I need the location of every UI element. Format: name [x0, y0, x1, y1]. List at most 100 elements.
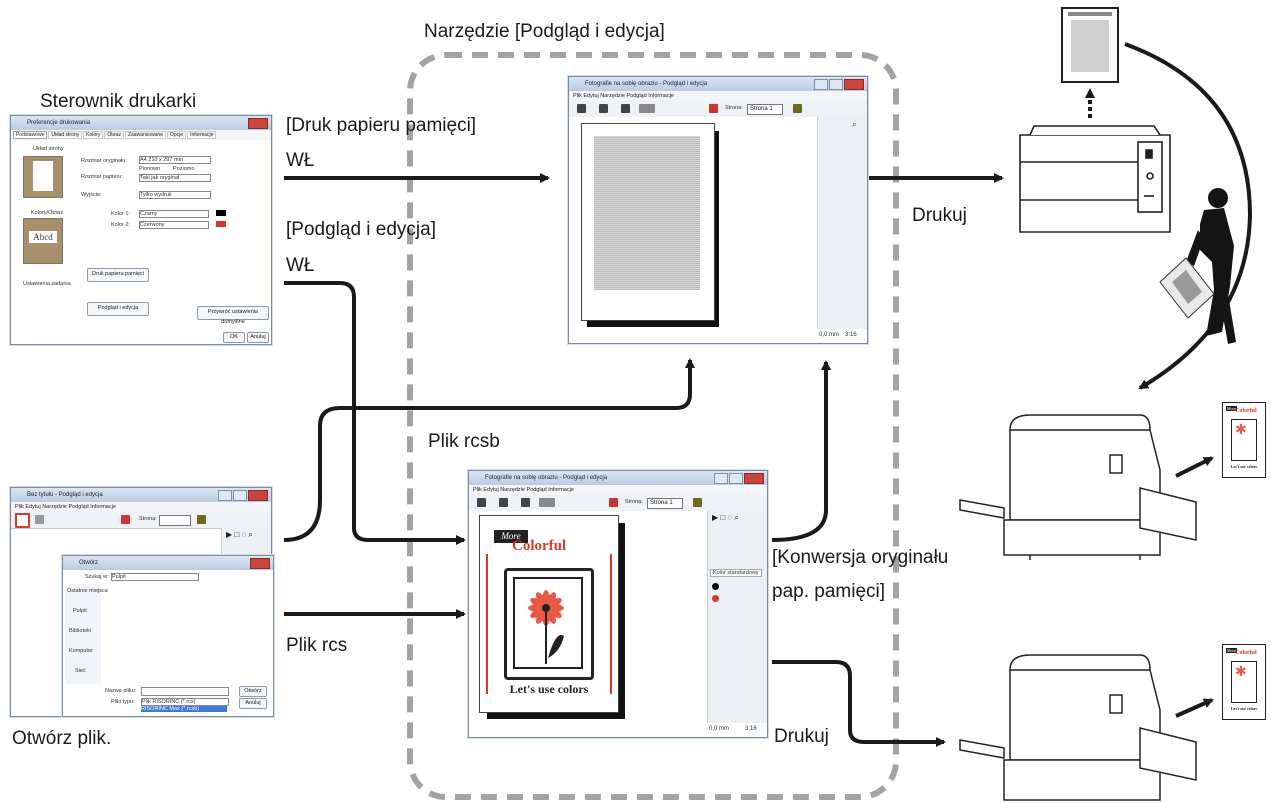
- print-icon[interactable]: [621, 104, 630, 113]
- copy2-more: More: [1226, 648, 1237, 653]
- tool-icons[interactable]: ▶ □ ◌ ⌕: [712, 513, 739, 522]
- tab-advanced[interactable]: Zaawansowane: [124, 131, 166, 139]
- file-type-option[interactable]: RISORINC Max (*.rcsb): [141, 706, 227, 712]
- open-app-menubar[interactable]: Plik Edytuj Narzędzie Podgląd Informacje: [11, 502, 271, 512]
- preview-top-toolbar: Strona: Strona 1: [569, 101, 867, 118]
- tool-title: Narzędzie [Podgląd i edycja]: [424, 21, 665, 42]
- open-folder-icon[interactable]: [577, 104, 586, 113]
- place-recent[interactable]: Ostatnie miejsca: [67, 588, 108, 594]
- close-icon[interactable]: [744, 473, 764, 484]
- places-bar: Ostatnie miejsca Pulpit Biblioteki Kompu…: [65, 584, 108, 684]
- tab-info[interactable]: Informacje: [187, 131, 217, 139]
- minimize-icon[interactable]: [218, 490, 232, 501]
- memory-paper-checkbox[interactable]: Druk papieru pamięci: [87, 268, 149, 282]
- close-icon[interactable]: [844, 79, 864, 90]
- eraser-icon[interactable]: [121, 515, 130, 524]
- status-zoom-bottom: 3:16: [745, 726, 757, 732]
- paper-size-label: Rozmiar papieru:: [81, 174, 123, 180]
- copy1-flower-icon: ✱: [1235, 421, 1247, 437]
- open-folder-icon[interactable]: [15, 513, 30, 528]
- page-select-bottom[interactable]: Strona 1: [647, 498, 683, 509]
- arrow-to-copy2: [1175, 698, 1214, 718]
- color2-select[interactable]: Czerwony: [139, 221, 209, 229]
- pin-icon[interactable]: [693, 498, 702, 507]
- arrow-print-bottom: [772, 660, 946, 747]
- page-label-bottom: Strona:: [625, 499, 643, 505]
- status-mm-top: 0,0 mm: [819, 332, 840, 338]
- eraser-icon[interactable]: [709, 104, 718, 113]
- tab-image[interactable]: Obraz: [104, 131, 124, 139]
- driver-tabs: Podstawowe Układ strony Kolory Obraz Zaa…: [11, 130, 271, 140]
- place-desktop[interactable]: Pulpit: [73, 608, 87, 614]
- printed-copy-1: More Colorful ✱ Let's use colors: [1222, 402, 1266, 478]
- open-folder-icon[interactable]: [477, 498, 486, 507]
- tab-basic[interactable]: Podstawowe: [13, 131, 48, 139]
- poster-tagline: Let's use colors: [509, 682, 589, 696]
- minimize-icon[interactable]: [714, 473, 728, 484]
- preview-bottom-menubar[interactable]: Plik Edytuj Narzędzie Podgląd Informacje: [469, 485, 767, 495]
- print-icon[interactable]: [521, 498, 530, 507]
- file-type-select[interactable]: Plik RISORINC (*.rcs): [141, 698, 229, 706]
- cancel-button[interactable]: Anuluj: [247, 332, 269, 343]
- page-select-top[interactable]: Strona 1: [747, 104, 783, 115]
- file-name-input[interactable]: [141, 687, 229, 696]
- save-icon[interactable]: [499, 498, 508, 507]
- preview-bottom-titlebar: Fotografie na sobię obraziu - Podgląd i …: [469, 471, 767, 485]
- color1-label: Kolor 1:: [111, 211, 130, 217]
- close-icon[interactable]: [248, 490, 268, 501]
- place-network[interactable]: Sieć: [75, 668, 86, 674]
- page-select-open[interactable]: [159, 515, 191, 526]
- copy1-more: More: [1226, 406, 1237, 411]
- maximize-icon[interactable]: [729, 473, 743, 484]
- dialog-cancel-button[interactable]: Anuluj: [239, 698, 267, 709]
- landscape-radio[interactable]: Poziomo: [173, 166, 195, 172]
- eraser-icon[interactable]: [609, 498, 618, 507]
- open-button[interactable]: Otwórz: [239, 686, 267, 697]
- file-type-label: Pliki typu:: [111, 699, 135, 705]
- maximize-icon[interactable]: [233, 490, 247, 501]
- black-ink-icon[interactable]: [712, 583, 719, 590]
- preview-top-titlebar: Fotografie na sobię obraziu - Podgląd i …: [569, 77, 867, 91]
- place-libraries[interactable]: Biblioteki: [69, 628, 92, 634]
- preview-window-top: Fotografie na sobię obraziu - Podgląd i …: [568, 76, 868, 344]
- output-select[interactable]: Tylko wydruk: [139, 191, 211, 199]
- portrait-radio[interactable]: Pionowo: [139, 166, 161, 172]
- maximize-icon[interactable]: [829, 79, 843, 90]
- restore-defaults-button[interactable]: Przywróć ustawienia domyślne: [197, 306, 269, 325]
- arrow-preview-edit: [284, 281, 466, 545]
- preview-top-menubar[interactable]: Plik Edytuj Narzędzie Podgląd Informacje: [569, 91, 867, 101]
- close-icon[interactable]: [250, 558, 270, 569]
- pin-icon[interactable]: [793, 104, 802, 113]
- tab-options[interactable]: Opcje: [167, 131, 187, 139]
- flower-icon: [528, 590, 564, 664]
- arrow-rcsb: [283, 358, 695, 542]
- save-icon[interactable]: [35, 515, 44, 524]
- minimize-icon[interactable]: [814, 79, 828, 90]
- page-view-icon[interactable]: [539, 498, 555, 507]
- preview-window-bottom: Fotografie na sobię obraziu - Podgląd i …: [468, 470, 768, 738]
- place-computer[interactable]: Komputer: [69, 648, 93, 654]
- close-icon[interactable]: [248, 118, 268, 129]
- poster-colorful: Colorful: [512, 538, 567, 554]
- laser-printer: [1019, 125, 1171, 233]
- std-color-tab[interactable]: Kolor standardowy: [710, 569, 762, 577]
- on-label-1: WŁ: [286, 150, 315, 171]
- paper-size-select[interactable]: Taki jak oryginał: [139, 174, 211, 182]
- original-size-select[interactable]: A4 210 x 297 mm: [139, 156, 211, 164]
- pin-icon[interactable]: [197, 515, 206, 524]
- preview-edit-checkbox[interactable]: Podgląd i edycja: [87, 302, 149, 316]
- tab-colors[interactable]: Kolory: [83, 131, 104, 139]
- copy1-tagline: Let's use colors: [1230, 464, 1258, 469]
- page-view-icon[interactable]: [639, 104, 655, 113]
- tool-icons[interactable]: ▶ □ ◌ ⌕: [226, 530, 253, 539]
- save-icon[interactable]: [599, 104, 608, 113]
- color-sample-word: Abcd: [29, 231, 57, 243]
- ok-button[interactable]: OK: [223, 332, 245, 343]
- look-in-select[interactable]: Pulpit: [111, 573, 199, 581]
- red-ink-icon[interactable]: [712, 595, 719, 602]
- color1-select[interactable]: Czarny: [139, 210, 209, 218]
- tab-layout[interactable]: Układ strony: [48, 131, 83, 139]
- zoom-icon[interactable]: ⌕: [852, 119, 858, 129]
- walking-person: [1186, 188, 1236, 344]
